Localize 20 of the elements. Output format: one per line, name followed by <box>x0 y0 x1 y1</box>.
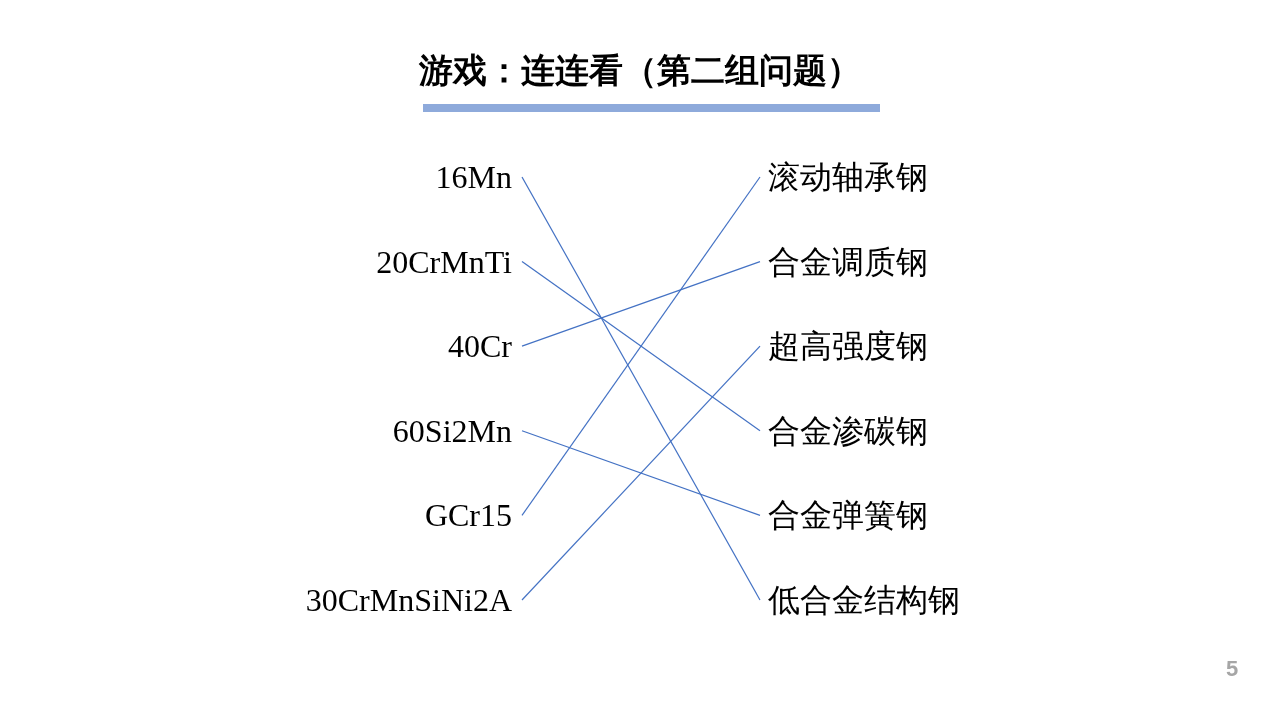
match-term: 滚动轴承钢 <box>768 157 928 197</box>
slide-title: 游戏：连连看（第二组问题） <box>418 49 862 92</box>
connector-line <box>521 430 761 516</box>
page-number: 5 <box>1226 656 1239 682</box>
connector-line <box>521 345 761 601</box>
match-term: 超高强度钢 <box>768 326 928 367</box>
match-term: 60Si2Mn <box>392 410 512 451</box>
connector-line <box>521 176 761 601</box>
match-term: 合金调质钢 <box>768 241 928 282</box>
connector-line <box>521 261 761 347</box>
connector-line <box>521 176 761 516</box>
match-term: 合金弹簧钢 <box>768 495 928 536</box>
match-term: 合金渗碳钢 <box>768 410 928 451</box>
match-term: 16Mn <box>435 157 512 197</box>
match-term: 40Cr <box>448 326 512 367</box>
match-term: 30CrMnSiNi2A <box>305 580 512 620</box>
match-term: GCr15 <box>424 495 512 536</box>
connector-line <box>521 261 761 432</box>
match-term: 20CrMnTi <box>376 241 512 282</box>
match-term: 低合金结构钢 <box>768 580 960 620</box>
